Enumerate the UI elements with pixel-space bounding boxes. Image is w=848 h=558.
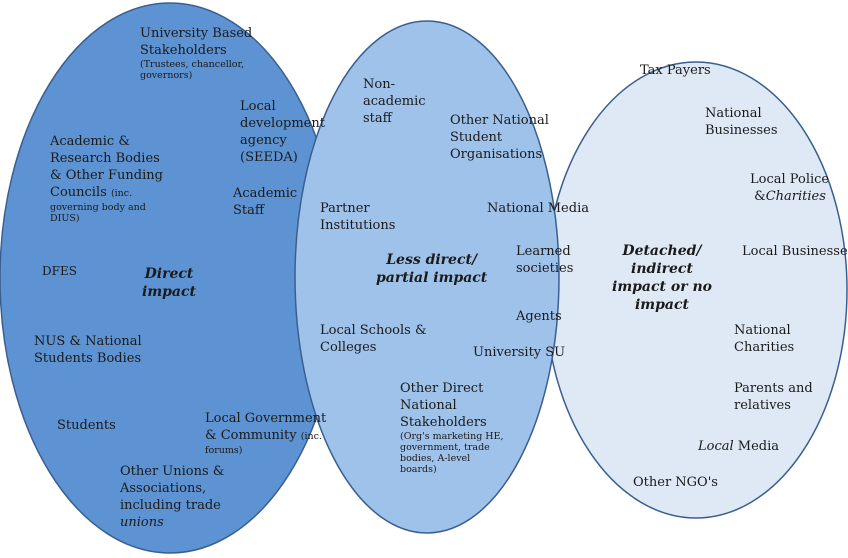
label-nus-national-students-bodies: NUS & National Students Bodies [34,334,142,366]
label-local-businesses: Local Businesses [742,244,848,259]
label-other-national-student-organisations: Other National Student Organisations [450,113,549,162]
label-university-su: University SU [473,345,566,360]
label-partner-institutions: Partner Institutions [320,201,396,233]
label-dfes: DFES [42,264,77,278]
label-national-charities: National Charities [734,323,795,355]
label-non-academic-staff: Non- academic staff [363,77,426,126]
label-local-development-agency: Local development agency (SEEDA) [240,99,325,165]
label-students: Students [57,418,116,433]
label-learned-societies: Learned societies [516,244,574,276]
label-agents: Agents [516,309,562,324]
label-tax-payers: Tax Payers [640,63,711,78]
label-academic-research-bodies: Academic & Research Bodies & Other Fundi… [50,134,163,224]
less-direct-impact-ellipse [294,20,560,534]
direct-impact-title: Direct impact [142,266,196,300]
label-national-businesses: National Businesses [705,106,778,138]
label-local-police-charities: Local Police &Charities [750,172,830,204]
label-academic-staff: Academic Staff [233,186,298,218]
label-other-unions-associations: Other Unions & Associations, including t… [120,464,225,530]
label-local-schools-colleges: Local Schools & Colleges [320,323,427,355]
label-parents-relatives: Parents and relatives [734,381,813,413]
label-other-direct-national-stakeholders: Other Direct National Stakeholders (Org'… [400,381,504,475]
less-direct-impact-title: Less direct/ partial impact [376,252,488,286]
detached-impact-title: Detached/ indirect impact or no impact [612,243,712,313]
label-other-ngos: Other NGO's [633,475,718,490]
label-local-government-community: Local Government & Community (inc. forum… [205,411,327,456]
label-university-based-stakeholders: University Based Stakeholders (Trustees,… [140,26,253,81]
label-national-media: National Media [487,201,589,216]
label-local-media: Local Media [698,439,780,454]
